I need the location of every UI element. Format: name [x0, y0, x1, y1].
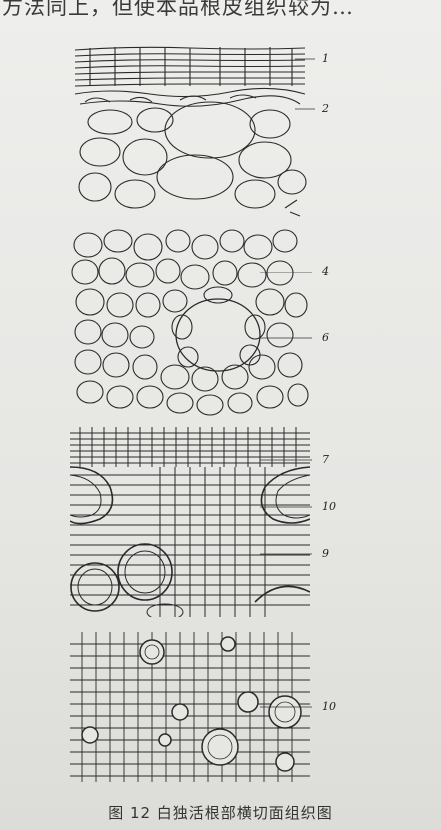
label-4: 4	[322, 265, 329, 278]
label-leaders-top	[295, 47, 345, 127]
panel-cork-cortex	[70, 42, 310, 217]
tissue-illustration-plate: 1 2	[60, 32, 350, 792]
label-10-lower: 10	[322, 700, 336, 713]
label-9: 9	[322, 547, 329, 560]
cropped-top-text-line: 方法同上，但使本品根皮组织较为…	[2, 0, 354, 21]
label-2: 2	[322, 102, 329, 115]
label-1: 1	[322, 52, 329, 65]
label-10-upper: 10	[322, 500, 336, 513]
cork-cortex-drawing	[70, 42, 310, 217]
cropped-top-text: 方法同上，但使本品根皮组织较为…	[0, 0, 441, 26]
label-7: 7	[322, 453, 329, 466]
figure-caption: 图 12 白独活根部横切面组织图	[0, 802, 441, 823]
label-6: 6	[322, 331, 329, 344]
